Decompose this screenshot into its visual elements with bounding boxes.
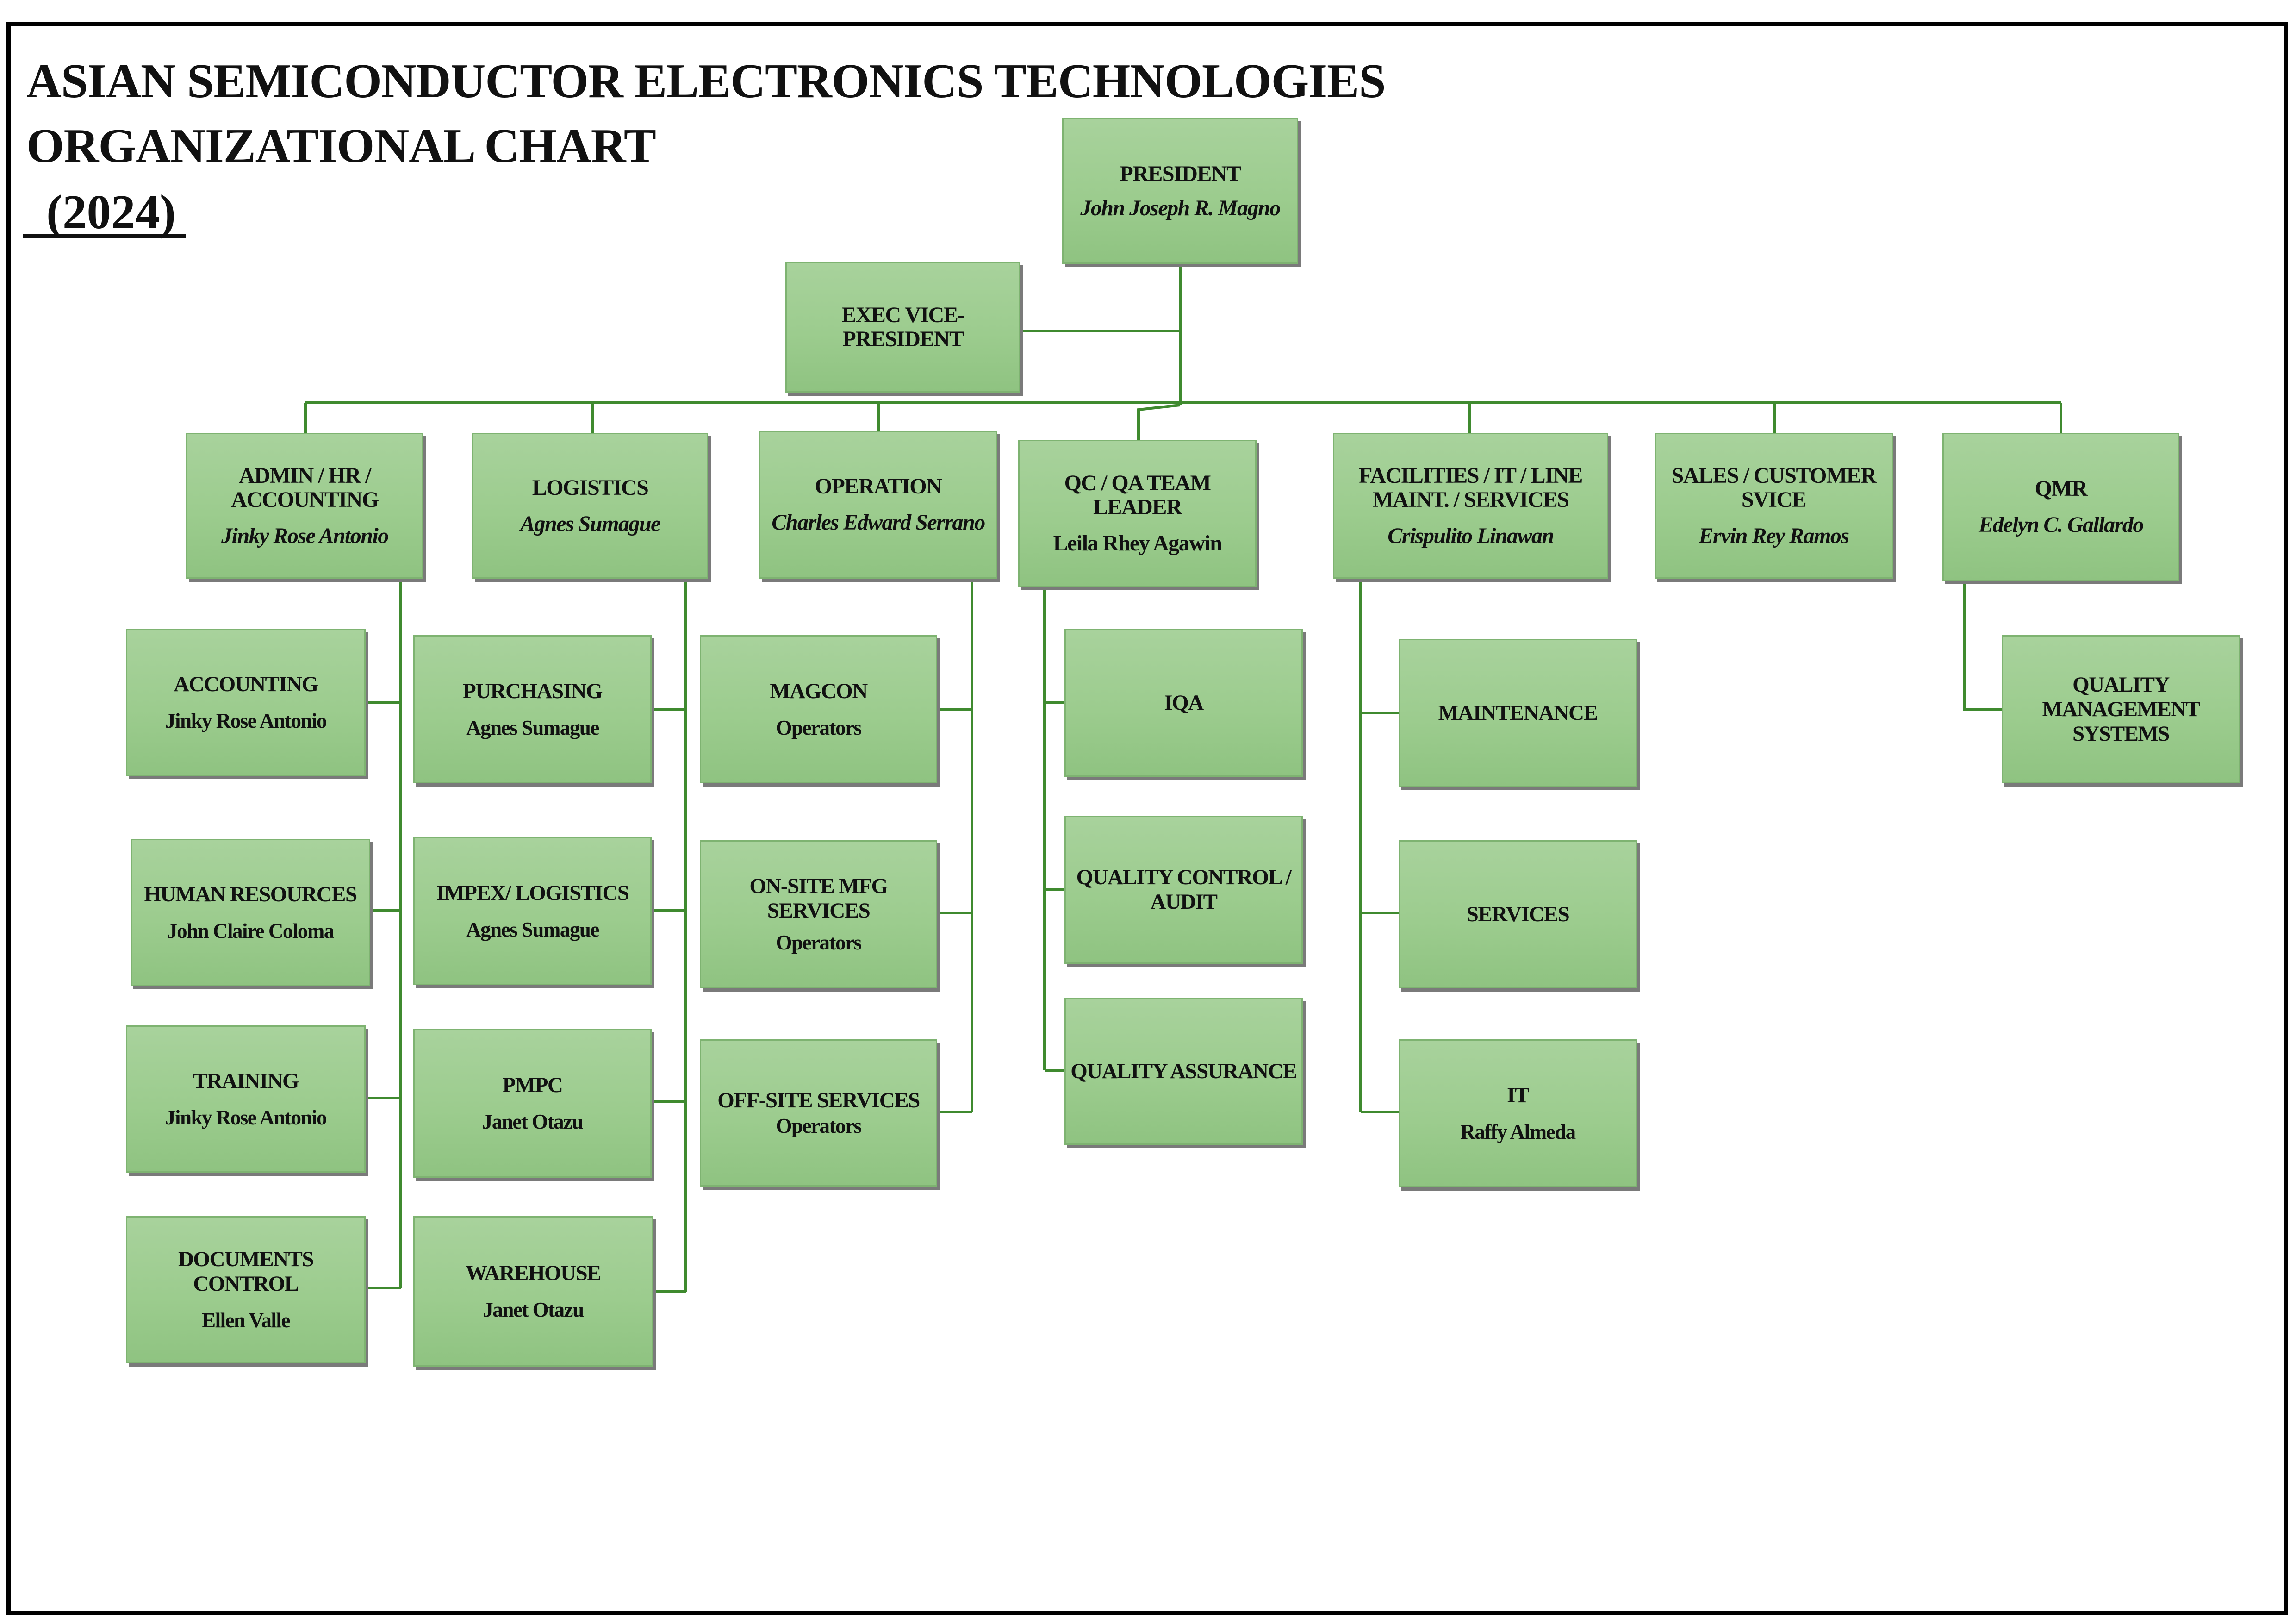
role-label: IQA [1164,690,1204,715]
person-name: Operators [776,716,862,739]
box-unit-quality-assurance: QUALITY ASSURANCE [1064,998,1303,1145]
box-dept-facilities: FACILITIES / IT / LINE MAINT. / SERVICES… [1333,433,1608,579]
chart-year: (2024) [46,185,176,239]
box-unit-purchasing: PURCHASING Agnes Sumague [413,635,652,783]
box-exec-vp: EXEC VICE-PRESIDENT [785,262,1020,393]
box-dept-sales-customer-service: SALES / CUSTOMER SVICE Ervin Rey Ramos [1655,433,1893,579]
role-label: QUALITY ASSURANCE [1070,1059,1297,1083]
role-label: QUALITY MANAGEMENT SYSTEMS [2042,672,2201,746]
role-label: IT [1507,1083,1529,1107]
person-name: Leila Rhey Agawin [1053,531,1222,556]
box-unit-quality-control-audit: QUALITY CONTROL / AUDIT [1064,816,1303,964]
box-dept-operation: OPERATION Charles Edward Serrano [759,431,997,579]
person-name: Agnes Sumague [466,918,599,941]
role-label: MAINTENANCE [1438,700,1598,725]
box-unit-impex-logistics: IMPEX/ LOGISTICS Agnes Sumague [413,837,652,985]
box-president: PRESIDENT John Joseph R. Magno [1062,118,1298,264]
role-label: ACCOUNTING [174,672,318,696]
person-name: Jinky Rose Antonio [165,1106,327,1129]
box-unit-off-site-services: OFF-SITE SERVICES Operators [700,1039,937,1187]
box-unit-documents-control: DOCUMENTS CONTROL Ellen Valle [126,1216,366,1363]
role-label: QUALITY CONTROL / AUDIT [1076,865,1292,914]
box-dept-logistics: LOGISTICS Agnes Sumague [472,433,708,579]
role-label: PURCHASING [463,679,603,703]
role-label: SALES / CUSTOMER SVICE [1671,463,1877,512]
role-label: OFF-SITE SERVICES [717,1088,920,1112]
role-label: WAREHOUSE [465,1261,602,1285]
person-name: Operators [776,1114,862,1137]
person-name: Operators [776,931,862,954]
person-name: Janet Otazu [482,1110,584,1133]
connector-drop-qc [1137,404,1181,440]
role-label: EXEC VICE-PRESIDENT [841,302,965,351]
chart-title-line-2: ORGANIZATIONAL CHART [26,119,656,173]
box-unit-quality-management-systems: QUALITY MANAGEMENT SYSTEMS [2002,635,2240,783]
box-unit-on-site-mfg-services: ON-SITE MFG SERVICES Operators [700,840,937,988]
person-name: John Claire Coloma [167,919,334,943]
role-label: PMPC [502,1073,563,1097]
person-name: Janet Otazu [483,1298,584,1321]
person-name: Jinky Rose Antonio [221,523,389,548]
role-label: MAGCON [770,679,868,703]
role-label: PRESIDENT [1120,161,1241,186]
person-name: John Joseph R. Magno [1080,195,1281,220]
person-name: Raffy Almeda [1460,1120,1576,1143]
role-label: FACILITIES / IT / LINE MAINT. / SERVICES [1359,463,1583,512]
box-dept-qmr: QMR Edelyn C. Gallardo [1942,433,2179,581]
person-name: Charles Edward Serrano [772,510,985,535]
chart-year-underline: (2024) [23,187,186,238]
role-label: TRAINING [193,1068,299,1093]
box-unit-iqa: IQA [1064,629,1303,777]
role-label: SERVICES [1466,902,1570,926]
person-name: Agnes Sumague [520,511,660,536]
chart-title-line-1: ASIAN SEMICONDUCTOR ELECTRONICS TECHNOLO… [26,54,1386,108]
role-label: HUMAN RESOURCES [144,882,357,906]
person-name: Crispulito Linawan [1388,523,1554,548]
box-unit-maintenance: MAINTENANCE [1399,639,1637,787]
person-name: Jinky Rose Antonio [165,709,327,732]
connector-qmr-branch [1963,581,2002,711]
box-dept-qc-qa: QC / QA TEAM LEADER Leila Rhey Agawin [1018,440,1257,587]
role-label: ON-SITE MFG SERVICES [749,874,888,923]
role-label: DOCUMENTS CONTROL [178,1247,314,1296]
box-unit-accounting: ACCOUNTING Jinky Rose Antonio [126,629,366,776]
box-unit-it: IT Raffy Almeda [1399,1039,1637,1187]
role-label: ADMIN / HR / ACCOUNTING [231,463,379,512]
person-name: Ervin Rey Ramos [1699,523,1849,548]
box-unit-services: SERVICES [1399,840,1637,988]
box-unit-pmpc: PMPC Janet Otazu [413,1029,652,1178]
person-name: Ellen Valle [202,1309,290,1332]
role-label: IMPEX/ LOGISTICS [436,881,629,905]
box-unit-warehouse: WAREHOUSE Janet Otazu [413,1216,653,1367]
role-label: OPERATION [815,474,942,499]
person-name: Edelyn C. Gallardo [1979,512,2144,537]
box-unit-human-resources: HUMAN RESOURCES John Claire Coloma [131,839,370,986]
box-dept-admin-hr-accounting: ADMIN / HR / ACCOUNTING Jinky Rose Anton… [186,433,423,579]
role-label: QMR [2035,476,2088,501]
chart-frame [6,22,2288,1615]
person-name: Agnes Sumague [466,716,599,739]
role-label: LOGISTICS [532,475,649,500]
box-unit-training: TRAINING Jinky Rose Antonio [126,1025,366,1173]
box-unit-magcon: MAGCON Operators [700,635,937,783]
role-label: QC / QA TEAM LEADER [1064,471,1211,519]
